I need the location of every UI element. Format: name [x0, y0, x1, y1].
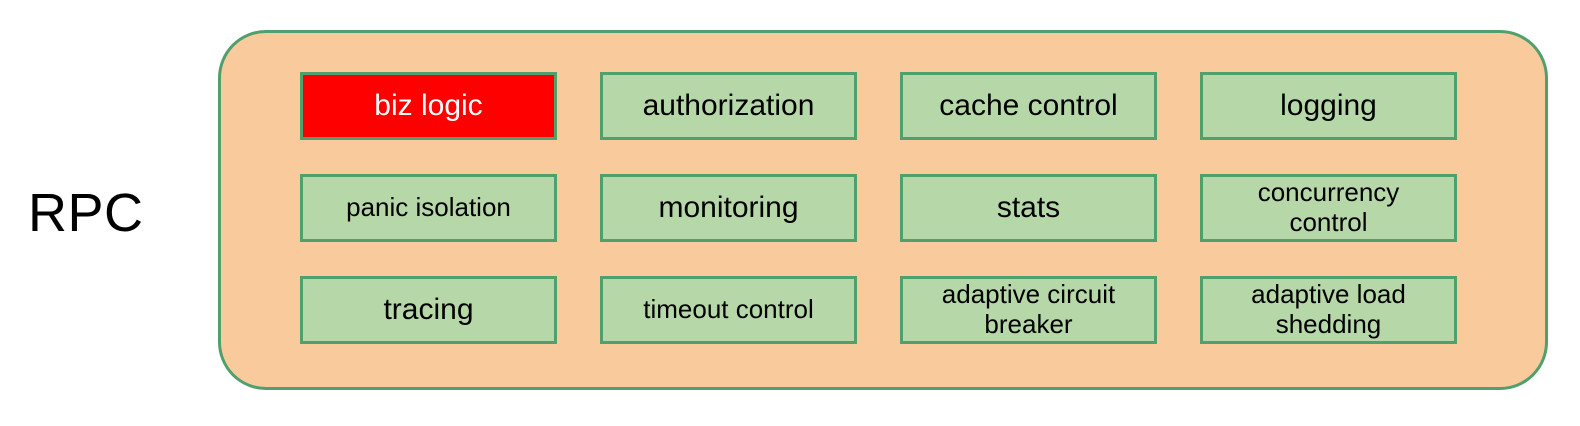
box-monitoring: monitoring [600, 174, 857, 242]
box-stats: stats [900, 174, 1157, 242]
box-timeout-control: timeout control [600, 276, 857, 344]
feature-grid: biz logic authorization cache control lo… [300, 72, 1457, 344]
box-adaptive-circuit-breaker: adaptive circuit breaker [900, 276, 1157, 344]
box-cache-control: cache control [900, 72, 1157, 140]
box-biz-logic: biz logic [300, 72, 557, 140]
box-logging: logging [1200, 72, 1457, 140]
box-authorization: authorization [600, 72, 857, 140]
box-adaptive-load-shedding: adaptive load shedding [1200, 276, 1457, 344]
box-tracing: tracing [300, 276, 557, 344]
rpc-label: RPC [28, 183, 144, 243]
box-concurrency-control: concurrency control [1200, 174, 1457, 242]
rpc-container: biz logic authorization cache control lo… [218, 30, 1548, 390]
box-panic-isolation: panic isolation [300, 174, 557, 242]
